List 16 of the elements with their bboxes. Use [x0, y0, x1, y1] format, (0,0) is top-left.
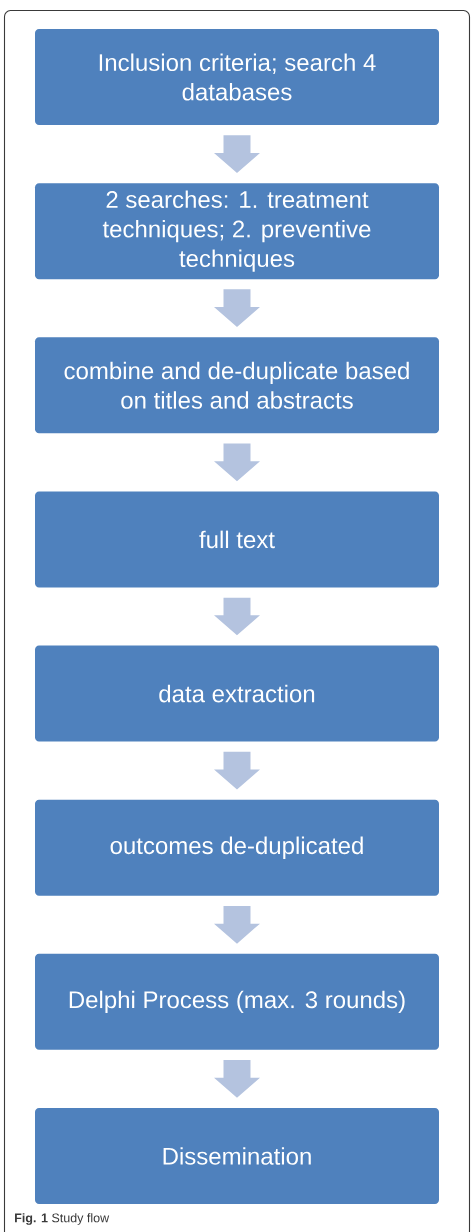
process-box: Dissemination: [35, 1108, 439, 1204]
process-box: Delphi Process (max. 3 rounds): [35, 953, 439, 1050]
process-box: 2 searches: 1. treatment techniques; 2. preventive techniques: [35, 183, 439, 280]
process-box: outcomes de-duplicated: [35, 799, 439, 896]
block-arrow: [214, 135, 260, 173]
caption: Fig. 1 Study flow: [15, 1213, 110, 1225]
block-arrow: [214, 289, 260, 328]
block-arrow: [214, 443, 260, 482]
process-box: full text: [35, 491, 439, 588]
block-arrow: [214, 1060, 260, 1098]
process-box: Inclusion criteria; search 4 databases: [35, 29, 439, 125]
process-box: data extraction: [35, 645, 439, 742]
block-arrow: [214, 597, 260, 636]
block-arrow: [214, 751, 260, 790]
process-box: combine and de-duplicate based on titles and abstracts: [35, 337, 439, 434]
block-arrow: [214, 905, 260, 944]
